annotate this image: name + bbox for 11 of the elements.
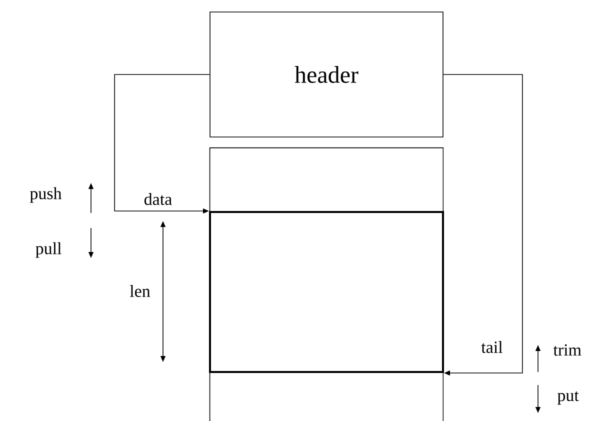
data-box: [209, 211, 444, 373]
header-box: header: [210, 12, 444, 138]
buffer-region: [209, 147, 444, 421]
arrow: [443, 74, 523, 376]
edge-label: tail: [481, 341, 503, 353]
label: put: [557, 391, 579, 405]
label: push: [30, 187, 62, 203]
label: trim: [553, 344, 582, 356]
label: len: [130, 285, 150, 297]
label: pull: [36, 242, 62, 258]
edge-label: data: [144, 193, 172, 205]
